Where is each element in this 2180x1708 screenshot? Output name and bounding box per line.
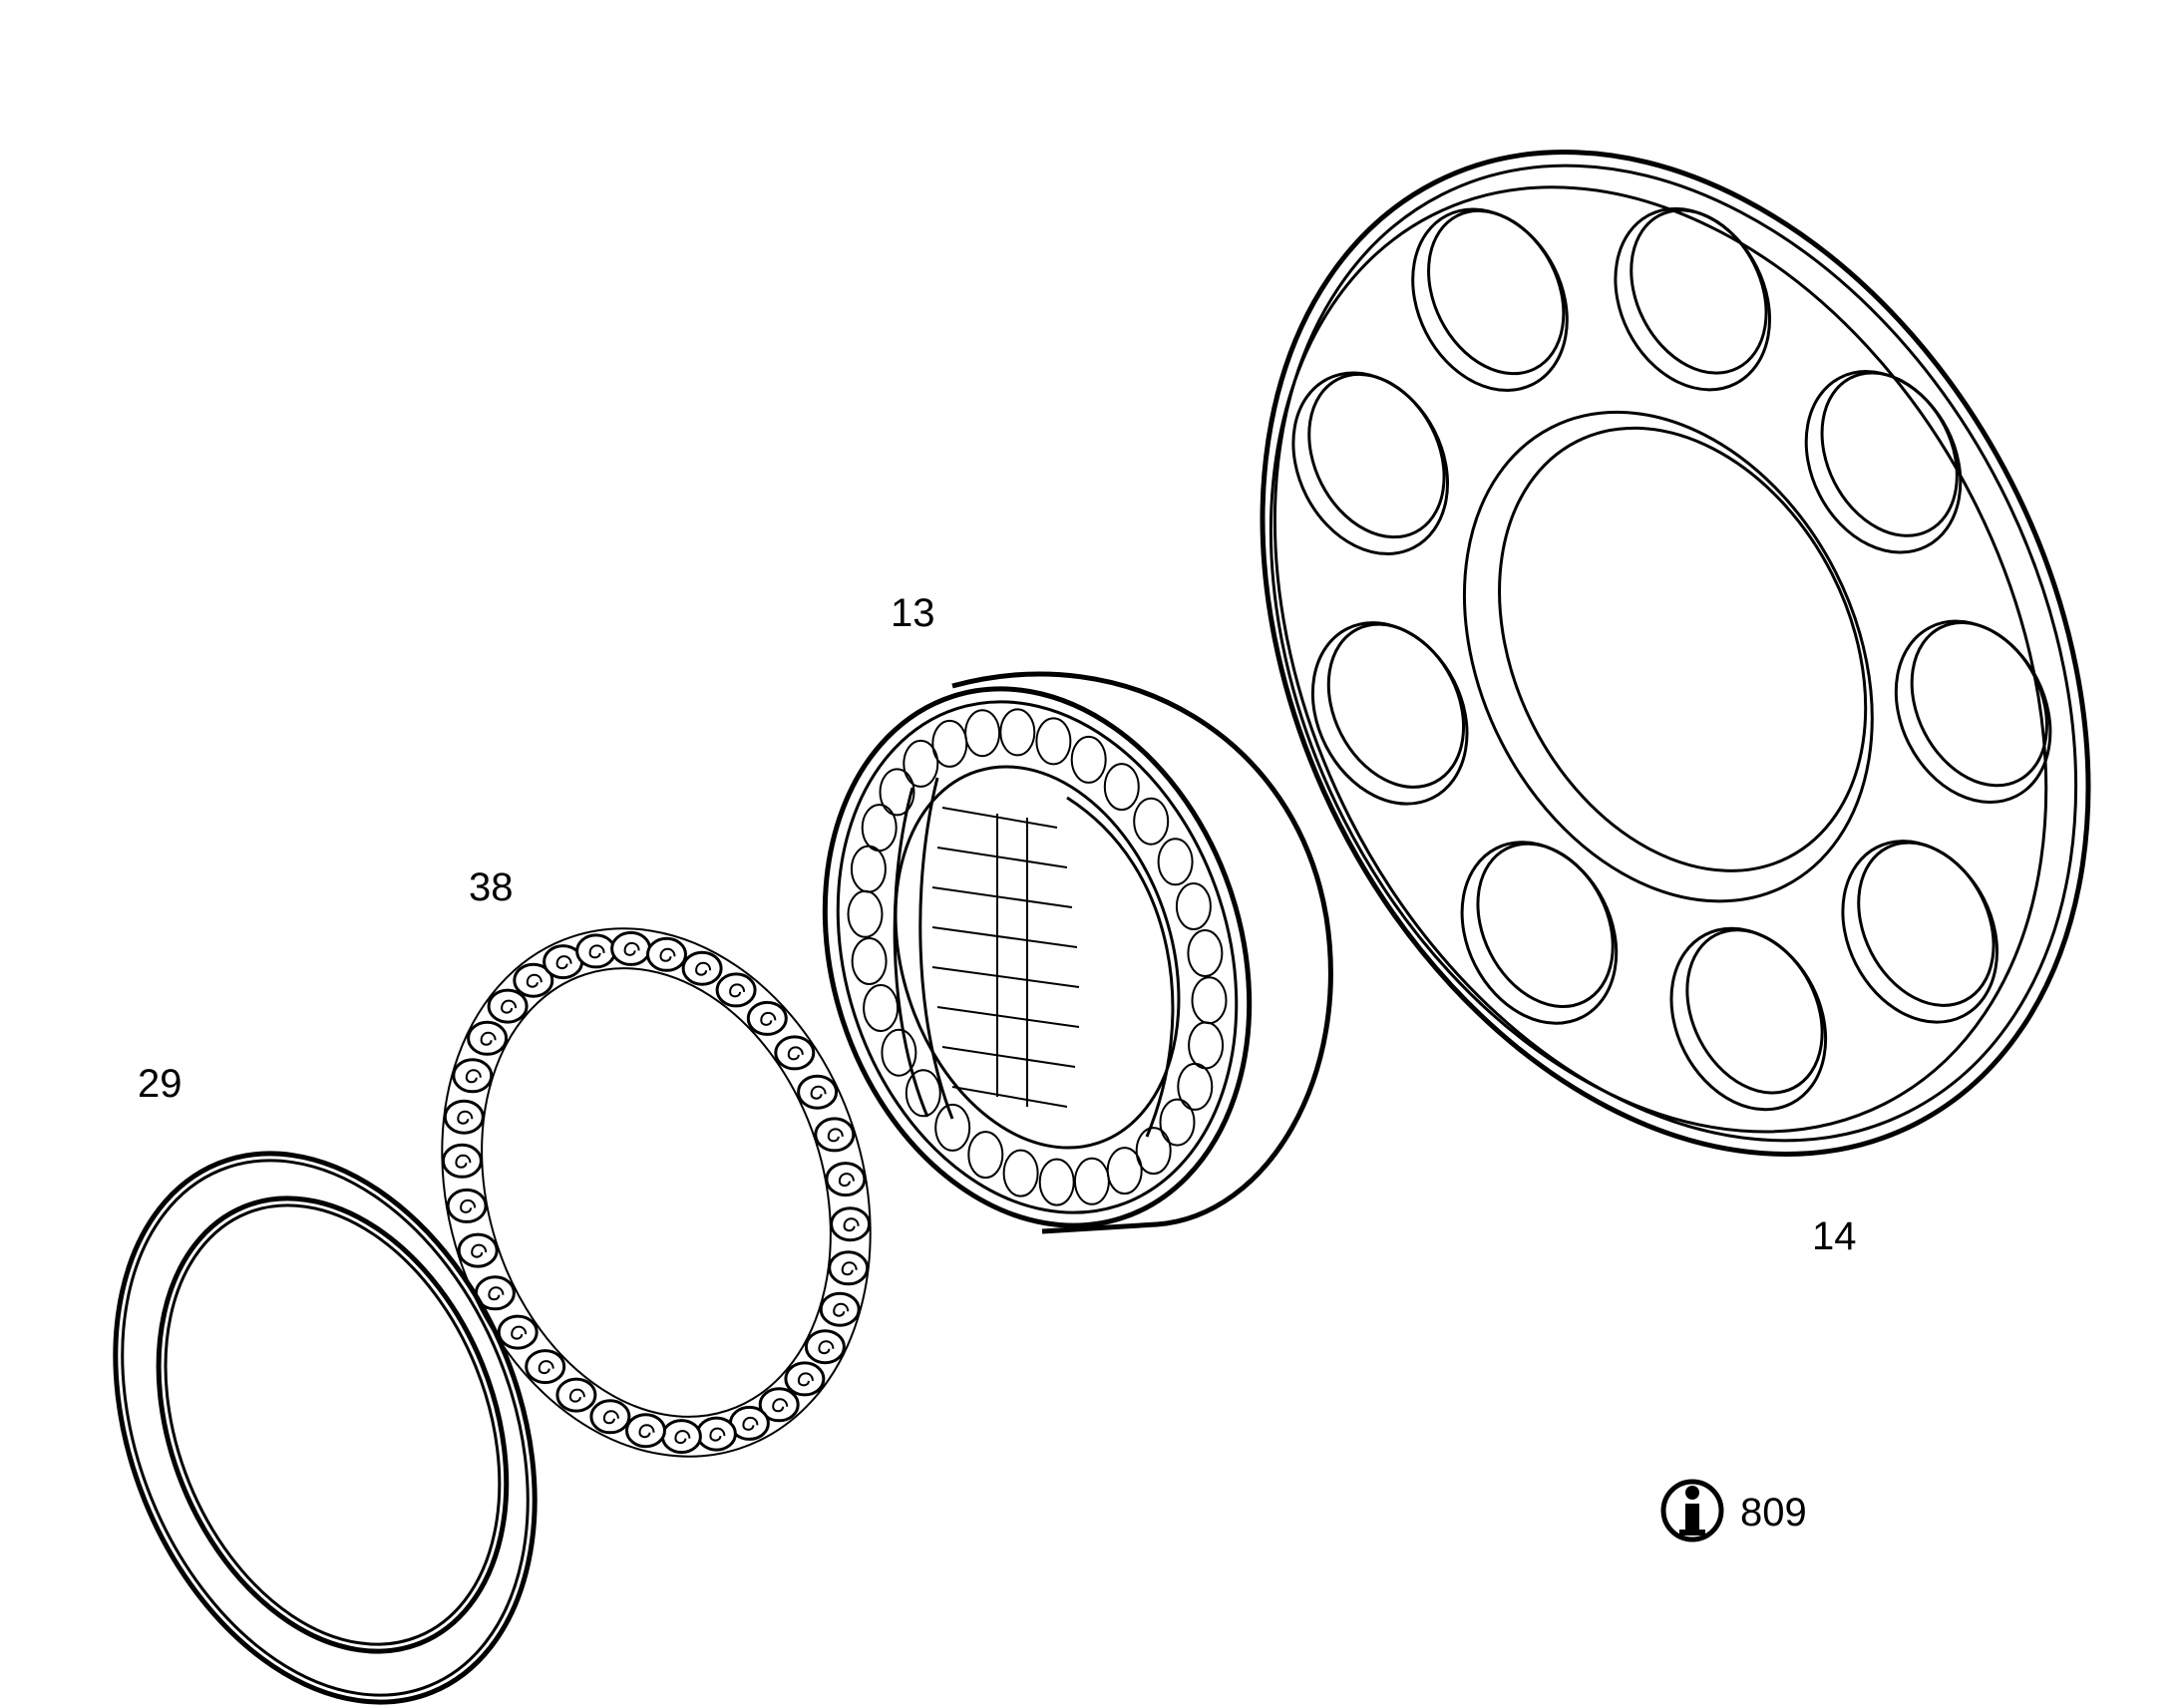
spring-coil (814, 1117, 856, 1153)
spring-coil (575, 933, 617, 969)
spring-coil (443, 1099, 485, 1135)
bearing-roller (934, 1103, 971, 1152)
spring-coil (825, 1162, 867, 1197)
part-38-spring-ring (441, 927, 872, 1458)
spring-coil (797, 1074, 839, 1110)
bearing-roller (967, 1131, 1004, 1180)
piston-bore (1411, 207, 1569, 392)
bearing-roller (861, 804, 898, 853)
spring-coil (681, 950, 723, 986)
spring-coil (715, 972, 757, 1008)
spring-coil (555, 1377, 597, 1413)
bearing-roller (1159, 1098, 1196, 1147)
bearing-roller (1188, 1021, 1225, 1070)
spring-coil (497, 1314, 539, 1350)
piston-bore (1291, 371, 1450, 555)
spring-coil (625, 1413, 666, 1449)
spring-coil (804, 1329, 846, 1365)
bearing-roller (1157, 838, 1194, 886)
spring-coil (646, 936, 687, 972)
label-part-13: 13 (891, 591, 935, 635)
spring-coil (441, 1143, 483, 1179)
bearing-roller (1073, 1157, 1110, 1205)
label-part-14: 14 (1812, 1214, 1857, 1258)
bearing-roller (850, 845, 887, 893)
spring-coil (758, 1387, 800, 1423)
bearing-roller (1103, 763, 1140, 812)
spring-coil (589, 1399, 631, 1435)
bearing-roller (847, 889, 884, 938)
spring-coil (610, 930, 652, 966)
label-part-38: 38 (469, 865, 514, 909)
bearing-roller (905, 1069, 941, 1118)
spring-coil (525, 1349, 566, 1385)
spring-coil (446, 1188, 488, 1223)
spring-coil (513, 962, 554, 998)
bearing-roller (1133, 797, 1170, 846)
info-reference-number: 809 (1740, 1491, 1807, 1535)
spring-coil (784, 1361, 826, 1397)
bearing-roller (1038, 1158, 1075, 1206)
spring-coil (487, 988, 529, 1024)
piston-bore (1310, 621, 1469, 806)
bearing-roller (1035, 717, 1072, 766)
bearing-roller (879, 768, 915, 817)
piston-bore (1894, 619, 2052, 805)
part-14-cylinder-block (1260, 150, 2091, 1157)
spring-coil (774, 1035, 816, 1071)
bearing-roller (1191, 976, 1228, 1025)
spring-coil (467, 1020, 509, 1056)
spring-coil (660, 1419, 702, 1455)
bearing-roller (1070, 735, 1107, 784)
bearing-roller (964, 709, 1001, 758)
bearing-roller (999, 708, 1036, 757)
bearing-roller (1106, 1147, 1143, 1196)
piston-bore (1841, 840, 1999, 1024)
bearing-roller (851, 937, 888, 985)
info-icon (1660, 1479, 1724, 1542)
bearing-roller (903, 739, 939, 788)
part-29-disc (113, 1151, 538, 1705)
spring-coil (452, 1058, 494, 1094)
bearing-roller (1002, 1149, 1039, 1197)
spring-coil (474, 1275, 516, 1311)
piston-bore (1614, 206, 1772, 392)
spring-coil (828, 1250, 870, 1286)
spring-coil (457, 1232, 499, 1268)
spring-coil (830, 1206, 872, 1242)
bearing-roller (1187, 929, 1224, 977)
spring-coil (695, 1416, 737, 1452)
piston-bore (1804, 370, 1963, 554)
spring-coil (819, 1291, 861, 1327)
bearing-roller (863, 984, 900, 1032)
part-13-roller-bearing (822, 671, 1333, 1234)
bearing-roller (1175, 882, 1212, 930)
spring-coil (746, 1000, 788, 1036)
bearing-roller (1177, 1062, 1214, 1111)
piston-bore (1460, 841, 1619, 1025)
bearing-roller (881, 1028, 917, 1077)
inner-splines (893, 777, 1175, 1138)
bearing-roller (931, 719, 968, 768)
bearing-roller (1135, 1127, 1172, 1176)
piston-bore (1669, 926, 1828, 1112)
label-part-29: 29 (138, 1062, 182, 1106)
